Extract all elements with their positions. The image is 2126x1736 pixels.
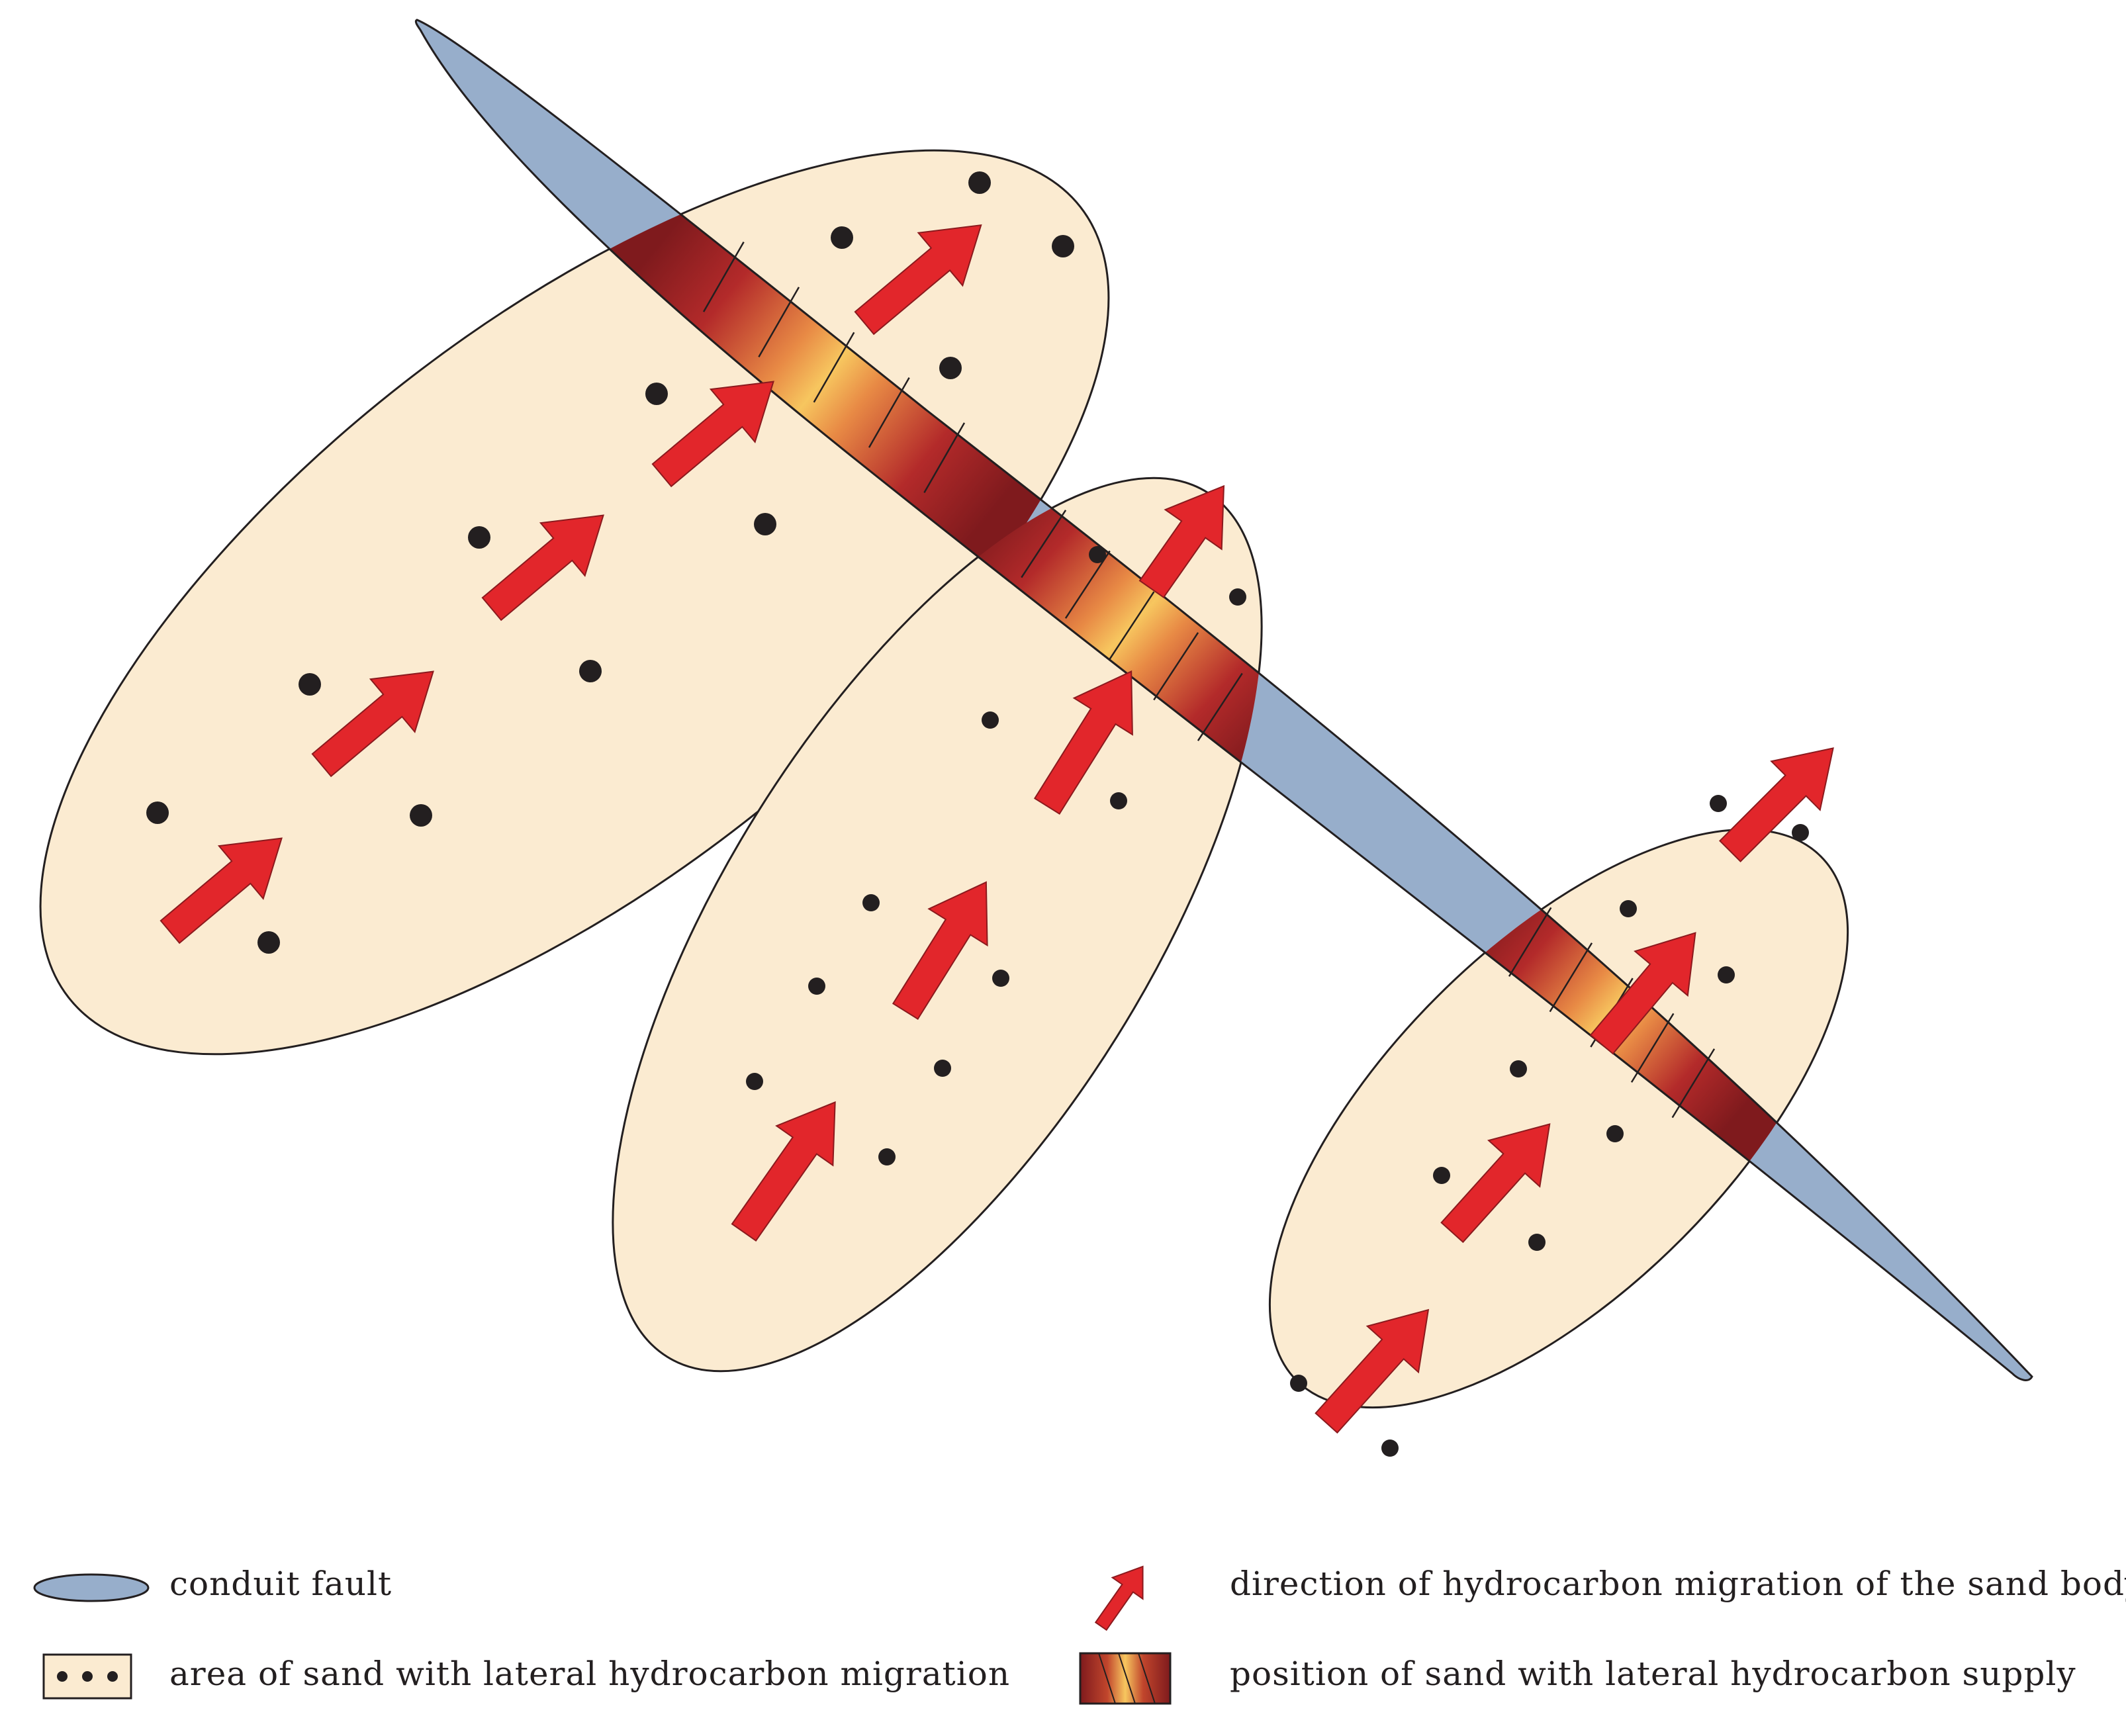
sand-body-3 xyxy=(1268,828,1849,1409)
legend-arrow-icon xyxy=(1094,1565,1144,1631)
legend-supply-position-label: position of sand with lateral hydrocarbo… xyxy=(1230,1655,2076,1693)
sand-dot xyxy=(1620,900,1637,917)
sand-dot xyxy=(146,801,169,824)
fault-sand-diagram xyxy=(39,19,2033,1457)
sand-dot xyxy=(1710,795,1727,812)
sand-dot xyxy=(939,357,962,379)
migration-arrow xyxy=(731,1101,836,1242)
sand-dots xyxy=(146,171,1809,1457)
sand-dot xyxy=(1528,1234,1546,1251)
migration-arrow xyxy=(481,514,604,621)
supply-zones xyxy=(414,19,1943,1381)
sand-dot xyxy=(968,171,991,194)
sand-dot xyxy=(754,513,776,535)
sand-dot xyxy=(257,931,280,954)
sand-dot xyxy=(1381,1439,1399,1457)
sand-dot xyxy=(1052,235,1074,257)
migration-arrow xyxy=(892,881,988,1021)
sand-bodies xyxy=(39,149,1849,1409)
sand-dot xyxy=(831,226,853,249)
migration-arrow xyxy=(1315,1308,1430,1434)
sand-dot xyxy=(808,978,825,995)
sand-dot xyxy=(579,660,602,682)
sand-dot xyxy=(1290,1375,1307,1392)
legend-supply-icon xyxy=(1079,1652,1172,1705)
sand-dot xyxy=(878,1148,896,1165)
sand-dot xyxy=(1433,1167,1450,1184)
sand-dot xyxy=(410,804,432,827)
migration-arrow xyxy=(1589,932,1696,1055)
sand-dot xyxy=(299,673,321,696)
sand-dot xyxy=(1089,546,1106,563)
sand-dot xyxy=(468,526,490,549)
sand-dot xyxy=(1792,824,1809,841)
legend-fault-icon xyxy=(33,1573,150,1602)
migration-arrow xyxy=(1440,1123,1551,1244)
migration-arrow xyxy=(160,837,283,944)
legend-sand-area-label: area of sand with lateral hydrocarbon mi… xyxy=(169,1655,1011,1693)
migration-arrow xyxy=(1719,747,1834,862)
legend-conduit-fault-label: conduit fault xyxy=(169,1565,393,1603)
sand-dot xyxy=(1718,966,1735,983)
sand-dot xyxy=(862,894,880,911)
migration-arrow xyxy=(651,381,774,488)
supply-zone-2 xyxy=(487,380,1387,1381)
migration-arrows xyxy=(160,224,1834,1434)
sand-dot xyxy=(1110,792,1127,809)
migration-arrow xyxy=(854,224,982,336)
sand-dot xyxy=(1606,1125,1624,1142)
sand-dot xyxy=(1229,588,1246,606)
sand-dot xyxy=(982,711,999,729)
migration-arrow xyxy=(1033,670,1133,815)
migration-arrow xyxy=(311,670,434,778)
legend-migration-direction-label: direction of hydrocarbon migration of th… xyxy=(1230,1565,2126,1603)
sand-dot xyxy=(645,383,668,405)
sand-dot xyxy=(934,1060,951,1077)
sand-dot xyxy=(1510,1060,1527,1077)
migration-arrow xyxy=(1138,484,1225,599)
sand-dot xyxy=(746,1073,763,1090)
sand-dot xyxy=(992,970,1009,987)
legend-sand-icon xyxy=(42,1653,132,1700)
